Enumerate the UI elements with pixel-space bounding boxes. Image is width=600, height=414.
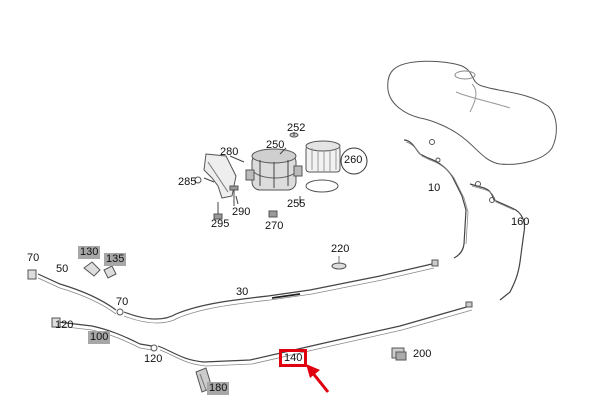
callout-50: 50 <box>56 263 69 275</box>
callout-260: 260 <box>344 154 363 166</box>
fuel-tank <box>387 60 557 165</box>
fuel-filter-assembly <box>194 132 368 220</box>
callout-120-lower: 120 <box>144 353 163 365</box>
callout-270: 270 <box>265 220 284 232</box>
line-30 <box>123 259 439 324</box>
callout-255: 255 <box>287 198 306 210</box>
callout-295: 295 <box>211 218 230 230</box>
callout-135: 135 <box>104 253 127 266</box>
callout-160: 160 <box>511 216 530 228</box>
callout-10: 10 <box>428 182 441 194</box>
callout-70-lower: 70 <box>116 296 129 308</box>
callout-180: 180 <box>207 382 230 395</box>
callout-220: 220 <box>331 243 350 255</box>
callout-280: 280 <box>220 146 239 158</box>
line-10 <box>403 139 469 259</box>
callout-252: 252 <box>287 122 306 134</box>
callout-285: 285 <box>178 176 197 188</box>
callout-70: 70 <box>27 252 40 264</box>
callout-100: 100 <box>88 331 111 344</box>
red-arrow-icon <box>306 364 330 393</box>
left-lines <box>27 261 158 352</box>
callout-250: 250 <box>266 139 285 151</box>
part-200 <box>391 347 407 361</box>
callout-200: 200 <box>413 348 432 360</box>
line-160 <box>469 181 526 301</box>
callout-30: 30 <box>236 286 249 298</box>
callout-130: 130 <box>78 246 101 259</box>
callout-140-highlighted[interactable]: 140 <box>279 349 308 367</box>
callout-120: 120 <box>55 319 74 331</box>
part-220 <box>331 256 347 270</box>
callout-290: 290 <box>232 206 251 218</box>
